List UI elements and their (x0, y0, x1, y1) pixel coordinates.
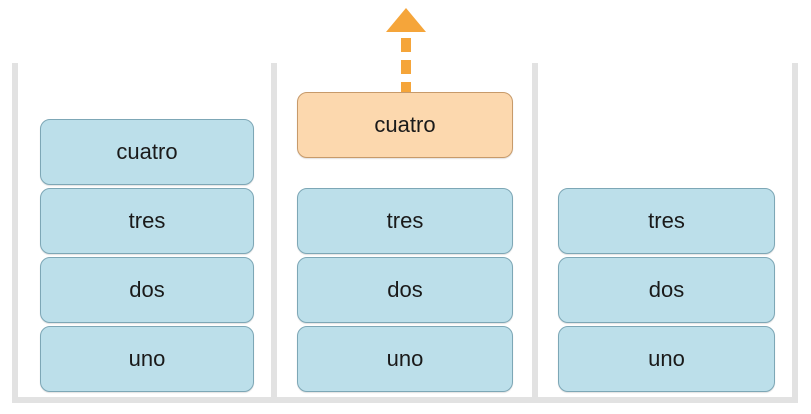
stack-container-floor (12, 397, 798, 403)
stack-container-right-wall (792, 63, 798, 397)
arrow-head (386, 8, 426, 32)
stack-3-item-uno: uno (558, 326, 775, 392)
stack-3-item-dos: dos (558, 257, 775, 323)
stack-2-item-uno: uno (297, 326, 513, 392)
stack-container-left-wall (12, 63, 18, 397)
stack-1-item-uno: uno (40, 326, 254, 392)
stack-2-popped-item: cuatro (297, 92, 513, 158)
arrow-dash-3 (401, 82, 411, 92)
stack-container-divider-2 (532, 63, 538, 397)
stack-container-divider-1 (271, 63, 277, 397)
stack-1-item-tres: tres (40, 188, 254, 254)
stack-3-item-tres: tres (558, 188, 775, 254)
arrow-dash-2 (401, 60, 411, 74)
stack-1-item-dos: dos (40, 257, 254, 323)
stack-1-item-cuatro: cuatro (40, 119, 254, 185)
dashed-up-arrow-icon (386, 8, 426, 92)
stack-2-item-tres: tres (297, 188, 513, 254)
arrow-dash-1 (401, 38, 411, 52)
stack-2-item-dos: dos (297, 257, 513, 323)
